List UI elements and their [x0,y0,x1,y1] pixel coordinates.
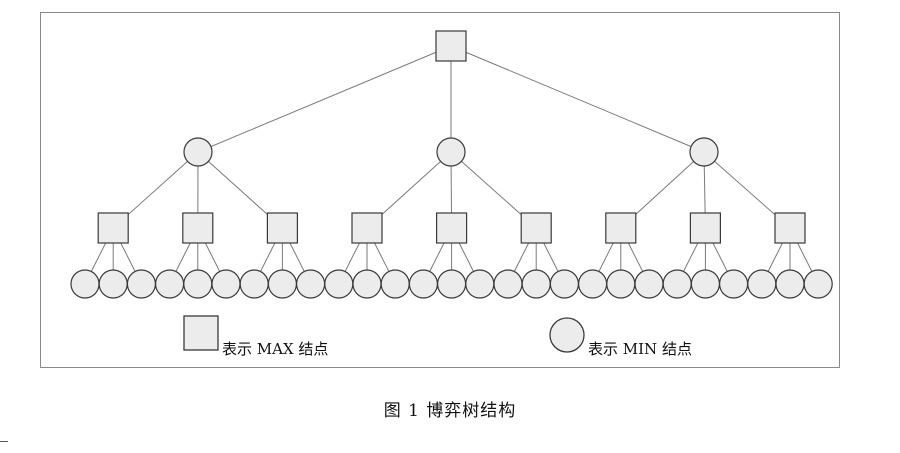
min-leaf-node [126,269,156,299]
max-node [605,212,637,244]
legend-shapes [183,315,585,353]
figure-caption: 图 1 博弈树结构 [383,401,517,421]
min-leaf-node [211,269,241,299]
min-leaf-node [98,269,128,299]
min-leaf-node [549,269,580,299]
diagram-frame [40,12,840,368]
min-leaf-node [521,269,551,299]
max-node [435,30,467,62]
min-leaf-node [239,269,269,299]
min-leaf-node [803,269,833,299]
tree-edge [197,45,452,153]
max-node [689,212,722,244]
tree-edge [450,45,705,153]
min-leaf-node [155,269,185,299]
min-leaf-node [577,269,608,299]
min-leaf-node [465,269,495,299]
max-node [266,212,298,244]
min-node [436,137,466,167]
min-leaf-node [606,269,636,299]
max-node [351,212,383,244]
max-node [182,212,214,244]
min-leaf-node [380,269,410,299]
min-leaf-node [267,269,297,299]
min-leaf-node [662,269,692,299]
min-leaf-node [634,269,664,299]
max-node [520,212,552,244]
page-corner-mark [0,441,8,442]
min-leaf-node [747,269,777,299]
max-node [97,212,129,244]
min-leaf-node [437,269,467,299]
max-node [436,212,468,244]
min-leaf-node [690,269,721,299]
min-leaf-node [493,269,523,299]
min-node [689,137,719,167]
legend-min-label: 表示 MIN 结点 [588,340,692,358]
legend-min-circle [549,317,585,353]
min-leaf-node [183,269,213,299]
min-leaf-node [408,269,438,299]
min-leaf-node [296,269,326,299]
legend-max-label: 表示 MAX 结点 [222,340,329,358]
min-leaf-node [352,269,382,299]
min-leaf-node [324,269,354,299]
tree-nodes [70,30,833,299]
legend-max-square [183,315,219,351]
min-leaf-node [775,269,805,299]
min-leaf-node [70,269,100,299]
min-leaf-node [718,269,749,299]
max-node [774,212,806,244]
min-node [183,137,213,167]
